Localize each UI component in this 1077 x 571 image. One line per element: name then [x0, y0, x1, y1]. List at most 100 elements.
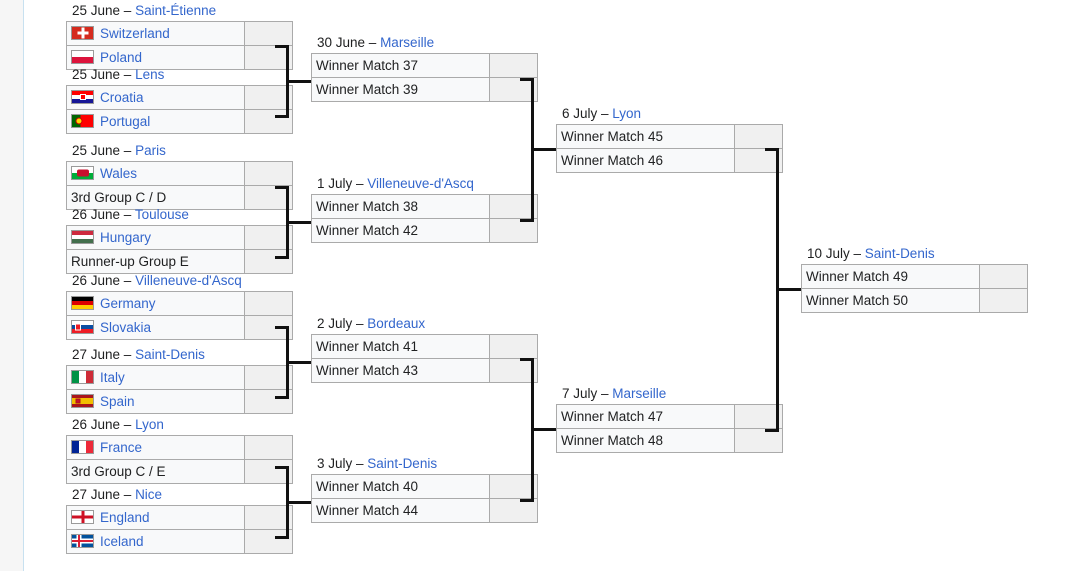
team-name[interactable]: Poland — [100, 50, 143, 65]
score-cell — [489, 53, 538, 78]
match-date: 25 June — [72, 143, 121, 158]
table-row: Winner Match 41 — [311, 334, 538, 359]
flag-icon-croatia — [71, 90, 94, 104]
team-cell: Runner-up Group E — [66, 249, 245, 274]
team-name[interactable]: Iceland — [100, 534, 144, 549]
match-date: 25 June — [72, 3, 121, 18]
venue-link[interactable]: Villeneuve-d'Ascq — [135, 273, 242, 288]
match-date: 6 July — [562, 106, 598, 121]
score-cell — [489, 218, 538, 243]
match-date: 26 June — [72, 417, 121, 432]
venue-link[interactable]: Nice — [135, 487, 163, 502]
venue-link[interactable]: Lyon — [612, 106, 642, 121]
team-cell: Spain — [66, 389, 245, 414]
score-cell — [734, 124, 783, 149]
team-cell: Winner Match 43 — [311, 358, 490, 383]
date-venue-separator: – — [352, 176, 368, 191]
table-row: Winner Match 49 — [801, 264, 1028, 289]
bracket-connector-stub — [776, 288, 801, 291]
bracket-connector-stub — [531, 148, 556, 151]
flag-icon-hungary — [71, 230, 94, 244]
match-date-venue: 27 June – Saint-Denis — [66, 346, 293, 365]
flag-icon-wales — [71, 166, 94, 180]
team-name[interactable]: Hungary — [100, 230, 152, 245]
score-cell — [244, 249, 293, 274]
flag-icon-france — [71, 440, 94, 454]
match-date-venue: 25 June – Paris — [66, 142, 293, 161]
team-name: 3rd Group C / D — [71, 190, 167, 205]
venue-link[interactable]: Bordeaux — [367, 316, 426, 331]
bracket-connector-arm — [275, 186, 289, 189]
bracket-connector-arm — [275, 45, 289, 48]
score-cell — [734, 404, 783, 429]
match-date: 27 June — [72, 347, 121, 362]
team-name: Winner Match 45 — [561, 129, 664, 144]
venue-link[interactable]: Villeneuve-d'Ascq — [367, 176, 474, 191]
team-name[interactable]: Spain — [100, 394, 135, 409]
team-name[interactable]: Wales — [100, 166, 138, 181]
team-name: Winner Match 39 — [316, 82, 419, 97]
team-name[interactable]: Switzerland — [100, 26, 170, 41]
team-name[interactable]: England — [100, 510, 150, 525]
table-row: Winner Match 40 — [311, 474, 538, 499]
match-date: 2 July — [317, 316, 353, 331]
venue-link[interactable]: Saint-Denis — [367, 456, 438, 471]
flag-icon-slovakia — [71, 320, 94, 334]
table-row: Iceland — [66, 529, 293, 554]
table-row: Winner Match 45 — [556, 124, 783, 149]
match-date-venue: 26 June – Toulouse — [66, 206, 293, 225]
team-cell: Winner Match 37 — [311, 53, 490, 78]
team-name[interactable]: Portugal — [100, 114, 151, 129]
match-date-venue: 1 July – Villeneuve-d'Ascq — [311, 175, 538, 194]
date-venue-separator: – — [352, 316, 368, 331]
bracket-connector-stub — [286, 80, 311, 83]
team-name[interactable]: Italy — [100, 370, 125, 385]
venue-link[interactable]: Marseille — [380, 35, 435, 50]
flag-icon-italy — [71, 370, 94, 384]
bracket-connector-arm — [520, 358, 534, 361]
match-date: 26 June — [72, 273, 121, 288]
match-date: 3 July — [317, 456, 353, 471]
table-row: Wales — [66, 161, 293, 186]
match-date-venue: 10 July – Saint-Denis — [801, 245, 1028, 264]
venue-link[interactable]: Paris — [135, 143, 166, 158]
match-date-venue: 2 July – Bordeaux — [311, 315, 538, 334]
venue-link[interactable]: Toulouse — [134, 207, 189, 222]
venue-link[interactable]: Lens — [135, 67, 165, 82]
team-cell: Germany — [66, 291, 245, 316]
table-row: Spain — [66, 389, 293, 414]
team-cell: 3rd Group C / E — [66, 459, 245, 484]
team-name[interactable]: France — [100, 440, 143, 455]
team-name[interactable]: Slovakia — [100, 320, 152, 335]
team-name: Winner Match 43 — [316, 363, 419, 378]
table-row: France — [66, 435, 293, 460]
team-name: Winner Match 49 — [806, 269, 909, 284]
match-date-venue: 26 June – Lyon — [66, 416, 293, 435]
score-cell — [244, 291, 293, 316]
venue-link[interactable]: Lyon — [135, 417, 164, 432]
table-row: Winner Match 42 — [311, 218, 538, 243]
table-row: Poland — [66, 45, 293, 70]
venue-link[interactable]: Marseille — [612, 386, 667, 401]
bracket-connector-arm — [520, 78, 534, 81]
team-cell: Winner Match 48 — [556, 428, 735, 453]
score-cell — [244, 21, 293, 46]
score-cell — [244, 365, 293, 390]
team-name[interactable]: Germany — [100, 296, 156, 311]
venue-link[interactable]: Saint-Étienne — [135, 3, 217, 18]
score-cell — [244, 315, 293, 340]
match-date: 26 June — [72, 207, 121, 222]
venue-link[interactable]: Saint-Denis — [864, 246, 935, 261]
team-name: Winner Match 46 — [561, 153, 664, 168]
match-date: 10 July — [807, 246, 850, 261]
score-cell — [244, 505, 293, 530]
venue-link[interactable]: Saint-Denis — [135, 347, 205, 362]
team-name[interactable]: Croatia — [100, 90, 144, 105]
